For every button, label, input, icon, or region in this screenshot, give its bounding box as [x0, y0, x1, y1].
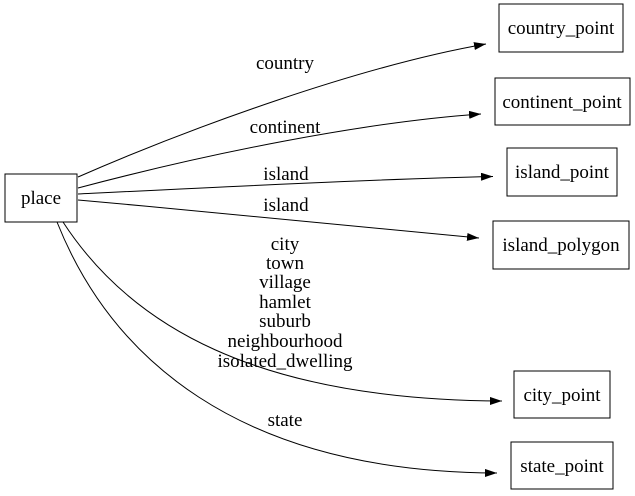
node-island-polygon-label: island_polygon — [502, 235, 620, 256]
edge-label-continent: continent — [250, 117, 321, 138]
node-place-box — [4, 173, 78, 223]
node-city-point: city_point — [513, 370, 611, 419]
node-place: place — [4, 173, 78, 223]
node-continent-point-label: continent_point — [502, 92, 622, 113]
edge-place-state_point — [56, 221, 498, 477]
edge-label-town: town — [266, 253, 305, 274]
edge-label-isolated-dwelling: isolated_dwelling — [217, 351, 353, 372]
nodes-group: place country_point continent_point isla… — [4, 3, 631, 490]
edge-place-island_point — [77, 172, 494, 195]
edge-label-island-point: island — [263, 164, 309, 185]
edge-label-country: country — [256, 53, 315, 74]
edge-label-hamlet: hamlet — [259, 292, 311, 313]
node-country-point-box — [498, 3, 624, 53]
node-country-point-label: country_point — [508, 18, 615, 39]
node-island-point-box — [506, 147, 618, 197]
node-state-point: state_point — [510, 441, 614, 490]
node-island-polygon-box — [492, 220, 630, 270]
node-continent-point: continent_point — [494, 77, 631, 126]
edge-label-neighbourhood: neighbourhood — [227, 331, 343, 352]
edge-label-city: city — [271, 234, 300, 255]
edge-label-state: state — [268, 410, 303, 431]
edge-label-suburb: suburb — [259, 311, 311, 332]
node-city-point-label: city_point — [523, 385, 601, 406]
edge-labels-group: country continent island island city tow… — [217, 53, 353, 431]
edge-label-village: village — [259, 272, 311, 293]
node-city-point-box — [513, 370, 611, 419]
node-place-label: place — [21, 188, 61, 209]
node-island-point: island_point — [506, 147, 618, 197]
edge-place-city_point — [62, 221, 503, 405]
edge-place-continent_point — [77, 110, 482, 189]
edge-label-city-multiline: city town village hamlet suburb neighbou… — [217, 234, 353, 372]
node-island-polygon: island_polygon — [492, 220, 630, 270]
edge-label-island-polygon: island — [263, 195, 309, 216]
edges-group — [56, 42, 503, 477]
edge-place-island_polygon — [77, 199, 480, 241]
node-state-point-label: state_point — [520, 456, 604, 477]
node-country-point: country_point — [498, 3, 624, 53]
node-state-point-box — [510, 441, 614, 490]
node-continent-point-box — [494, 77, 631, 126]
edge-place-country_point — [77, 42, 487, 178]
node-island-point-label: island_point — [515, 162, 610, 183]
